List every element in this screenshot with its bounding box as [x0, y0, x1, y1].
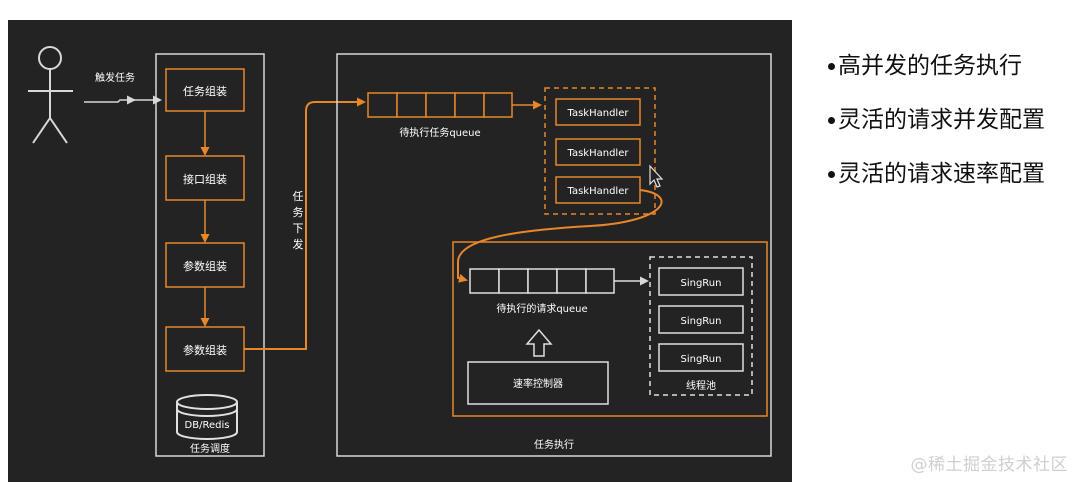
svg-text:TaskHandler: TaskHandler: [567, 108, 630, 119]
task-handler: TaskHandler: [555, 176, 641, 204]
feature-text: 高并发的任务执行: [838, 52, 1022, 79]
step-label: 任务组装: [183, 84, 227, 98]
sing-run: SingRun: [658, 267, 744, 296]
scheduler-step: 接口组装: [165, 155, 245, 201]
bullet-dot-icon: [828, 62, 835, 70]
sing-run: SingRun: [658, 305, 744, 334]
svg-text:TaskHandler: TaskHandler: [567, 186, 630, 197]
scheduler-box: [155, 53, 265, 457]
dispatch-label: 任 务 下 发: [293, 190, 304, 251]
svg-text:速率控制器: 速率控制器: [513, 377, 563, 390]
rate-controller: 速率控制器: [467, 361, 609, 405]
svg-text:下: 下: [293, 222, 304, 235]
feature-bullet: 灵活的请求速率配置: [828, 160, 1080, 188]
scheduler-step: 任务组装: [165, 68, 245, 112]
db-label: DB/Redis: [185, 420, 230, 431]
executor-caption: 任务执行: [534, 438, 574, 451]
svg-text:SingRun: SingRun: [681, 316, 722, 327]
request-queue: [469, 268, 615, 294]
database-icon: [176, 394, 238, 440]
task-queue: [367, 92, 513, 118]
feature-bullet: 灵活的请求并发配置: [828, 106, 1080, 134]
task-handler: TaskHandler: [555, 98, 641, 126]
step-label: 接口组装: [183, 172, 227, 186]
request-queue-label: 待执行的请求queue: [496, 302, 587, 315]
svg-text:任: 任: [293, 190, 304, 203]
thread-pool-box: [649, 256, 753, 396]
dispatch-arrow: [244, 97, 366, 350]
svg-text:SingRun: SingRun: [681, 278, 722, 289]
mouse-cursor-icon: [649, 164, 664, 188]
svg-text:SingRun: SingRun: [681, 354, 722, 365]
trigger-task-label: 触发任务: [95, 71, 135, 84]
scheduler-step: 参数组装: [165, 242, 245, 288]
sing-run: SingRun: [658, 343, 744, 372]
feature-text: 灵活的请求速率配置: [838, 160, 1045, 187]
svg-text:发: 发: [293, 237, 304, 251]
task-handler-group: [544, 87, 656, 215]
scheduler-step: 参数组装: [165, 326, 245, 372]
handler-to-request-arrow: [457, 189, 663, 283]
svg-text:TaskHandler: TaskHandler: [567, 148, 630, 159]
step-label: 参数组装: [183, 343, 227, 357]
slide-panel: [8, 20, 792, 482]
user-actor-icon: [28, 46, 73, 144]
task-handler: TaskHandler: [555, 138, 641, 166]
svg-text:务: 务: [293, 206, 304, 219]
thread-pool-label: 线程池: [686, 379, 716, 392]
rate-control-up-arrow: [525, 328, 553, 357]
bullet-dot-icon: [828, 116, 835, 124]
watermark: @稀土掘金技术社区: [910, 455, 1068, 475]
step-label: 参数组装: [183, 259, 227, 273]
feature-bullet: 高并发的任务执行: [828, 52, 1080, 80]
executor-box: [336, 53, 772, 457]
scheduler-caption: 任务调度: [190, 442, 230, 455]
feature-bullet-list: 高并发的任务执行 灵活的请求并发配置 灵活的请求速率配置: [828, 52, 1080, 214]
trigger-arrow: [84, 95, 136, 105]
bullet-dot-icon: [828, 170, 835, 178]
task-queue-label: 待执行任务queue: [399, 126, 480, 139]
feature-text: 灵活的请求并发配置: [838, 106, 1045, 133]
request-area-box: [452, 241, 768, 417]
